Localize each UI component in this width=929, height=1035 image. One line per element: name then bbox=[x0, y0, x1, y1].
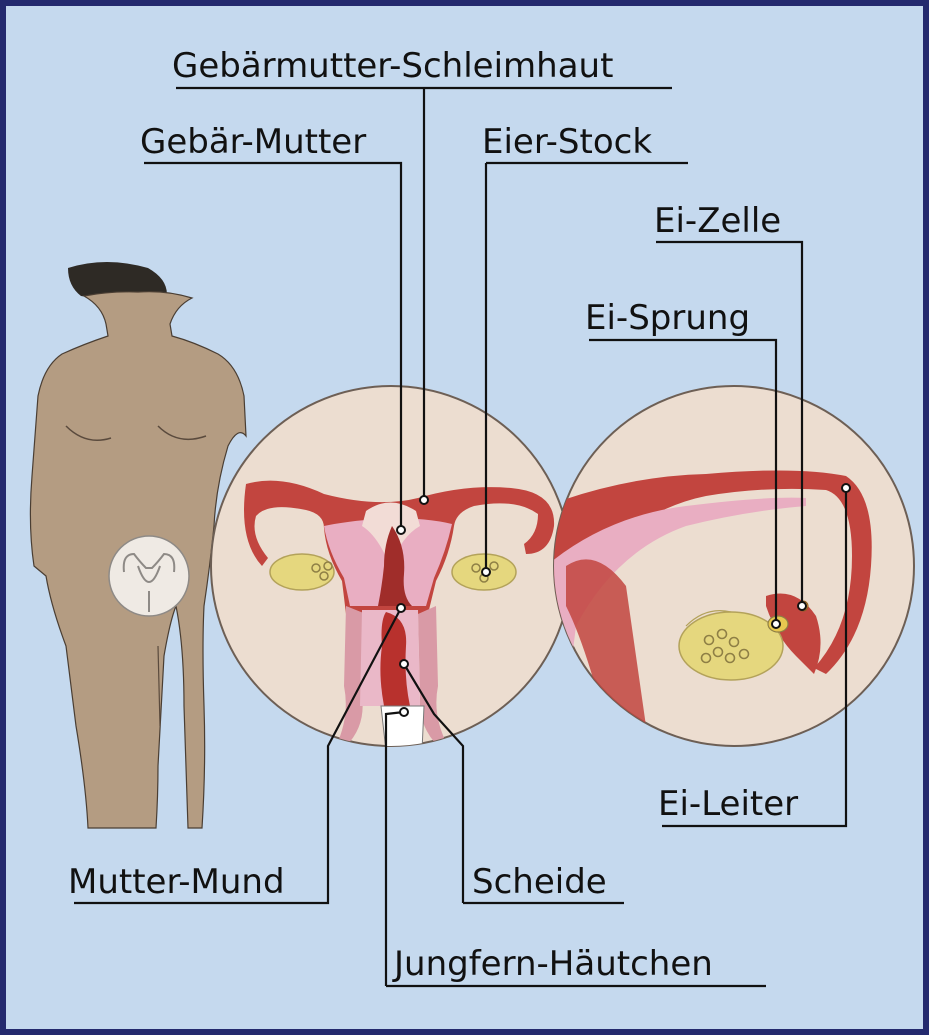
label-hymen: Jungfern-Häutchen bbox=[394, 944, 713, 984]
ovary-dot bbox=[482, 568, 490, 576]
label-cervix: Mutter-Mund bbox=[68, 862, 285, 902]
uterus-overview-circle bbox=[211, 386, 571, 751]
vagina-dot bbox=[400, 660, 408, 668]
label-egg-cell: Ei-Zelle bbox=[654, 201, 781, 241]
label-vagina: Scheide bbox=[472, 862, 607, 902]
egg-cell-dot bbox=[798, 602, 806, 610]
ovulation-dot bbox=[772, 620, 780, 628]
uterus-dot bbox=[397, 526, 405, 534]
label-ovary: Eier-Stock bbox=[482, 122, 652, 162]
label-ovulation: Ei-Sprung bbox=[585, 298, 750, 338]
label-uterus: Gebär-Mutter bbox=[140, 122, 366, 162]
endometrium-dot bbox=[420, 496, 428, 504]
ovary-detail-circle bbox=[546, 386, 914, 746]
fallopian-tube-dot bbox=[842, 484, 850, 492]
cervix-dot bbox=[397, 604, 405, 612]
hymen-dot bbox=[400, 708, 408, 716]
label-endometrium: Gebärmutter-Schleimhaut bbox=[172, 46, 613, 86]
label-fallopian-tube: Ei-Leiter bbox=[658, 784, 798, 824]
